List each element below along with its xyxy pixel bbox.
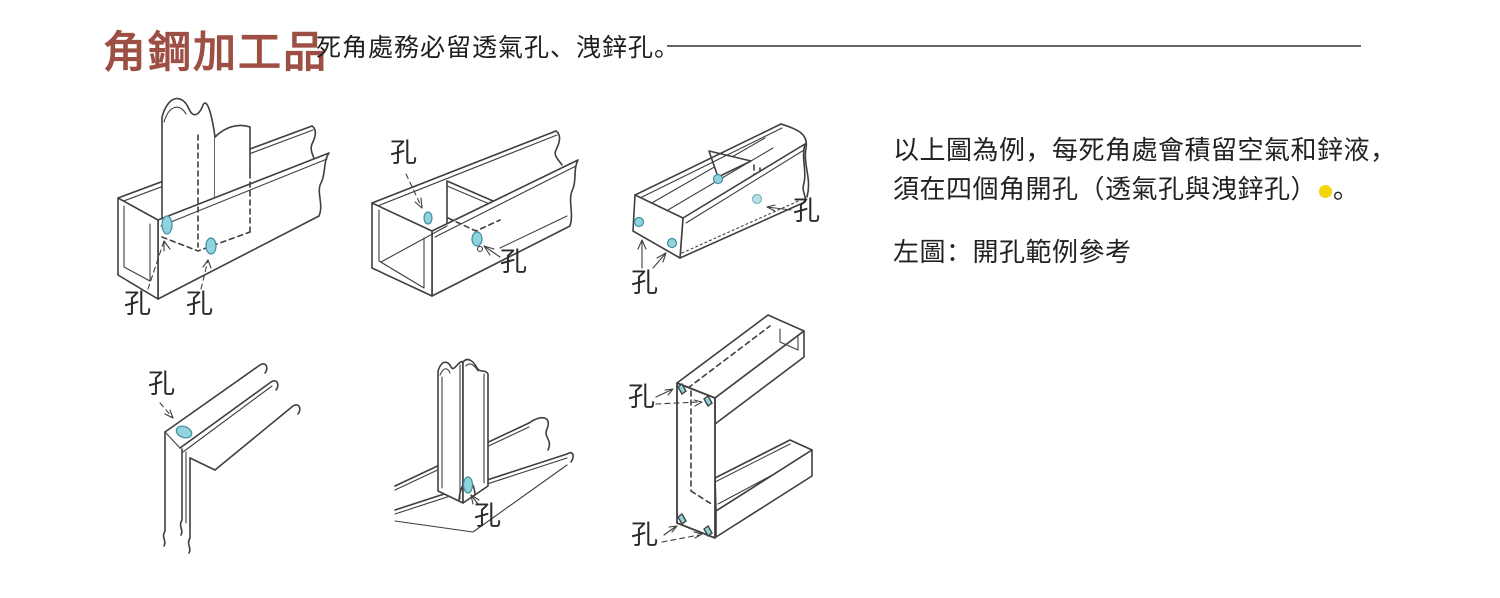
hole-label: 孔 [631,520,658,550]
diagram-box-channel-with-divider: 孔 孔 [615,110,877,322]
diagram-channel-with-vertical-channel: 孔 孔 [100,85,330,325]
diagram-frame-corner: 孔 [120,355,342,577]
channel-vertical-post-drawing [117,97,330,300]
page-title: 角鋼加工品 [103,29,328,77]
frame-corner-drawing [159,363,301,554]
divider-line [667,45,1361,47]
box-channel-drawing [632,123,810,269]
notes-block: 以上圖為例，每死角處會積留空氣和鋅液， 須在四個角開孔（透氣孔與洩鋅孔） 。 左圖… [893,131,1403,272]
hole-label: 孔 [631,268,658,298]
page-subtitle: 死角處務必留透氣孔、洩鋅孔。 [316,34,681,62]
highlight-dot [1319,185,1333,198]
hole-label: 孔 [474,501,501,531]
diagram-c-frame-plate: 孔 孔 [620,298,862,573]
hole-label: 孔 [148,369,175,399]
note-line-2-period: 。 [1333,174,1360,204]
hole-label: 孔 [500,247,527,277]
hole-label: 孔 [793,196,820,226]
channel-divider-drawing [371,130,579,297]
note-line-2: 須在四個角開孔（透氣孔與洩鋅孔） 。 [893,170,1403,209]
hole-label: 孔 [390,138,417,168]
note-line-1: 以上圖為例，每死角處會積留空氣和鋅液， [893,135,1397,165]
hole-label: 孔 [628,382,655,412]
hole-label: 孔 [186,289,213,319]
diagram-channel-with-divider: 孔 孔 [360,118,595,303]
vertical-angle-drawing [394,358,574,533]
hole-label: 孔 [124,289,151,319]
c-frame-drawing [655,314,813,543]
figure-caption: 左圖：開孔範例參考 [893,237,1132,267]
diagram-vertical-angle-on-angle: 孔 [390,353,612,565]
note-line-2-text: 須在四個角開孔（透氣孔與洩鋅孔） [893,174,1318,204]
